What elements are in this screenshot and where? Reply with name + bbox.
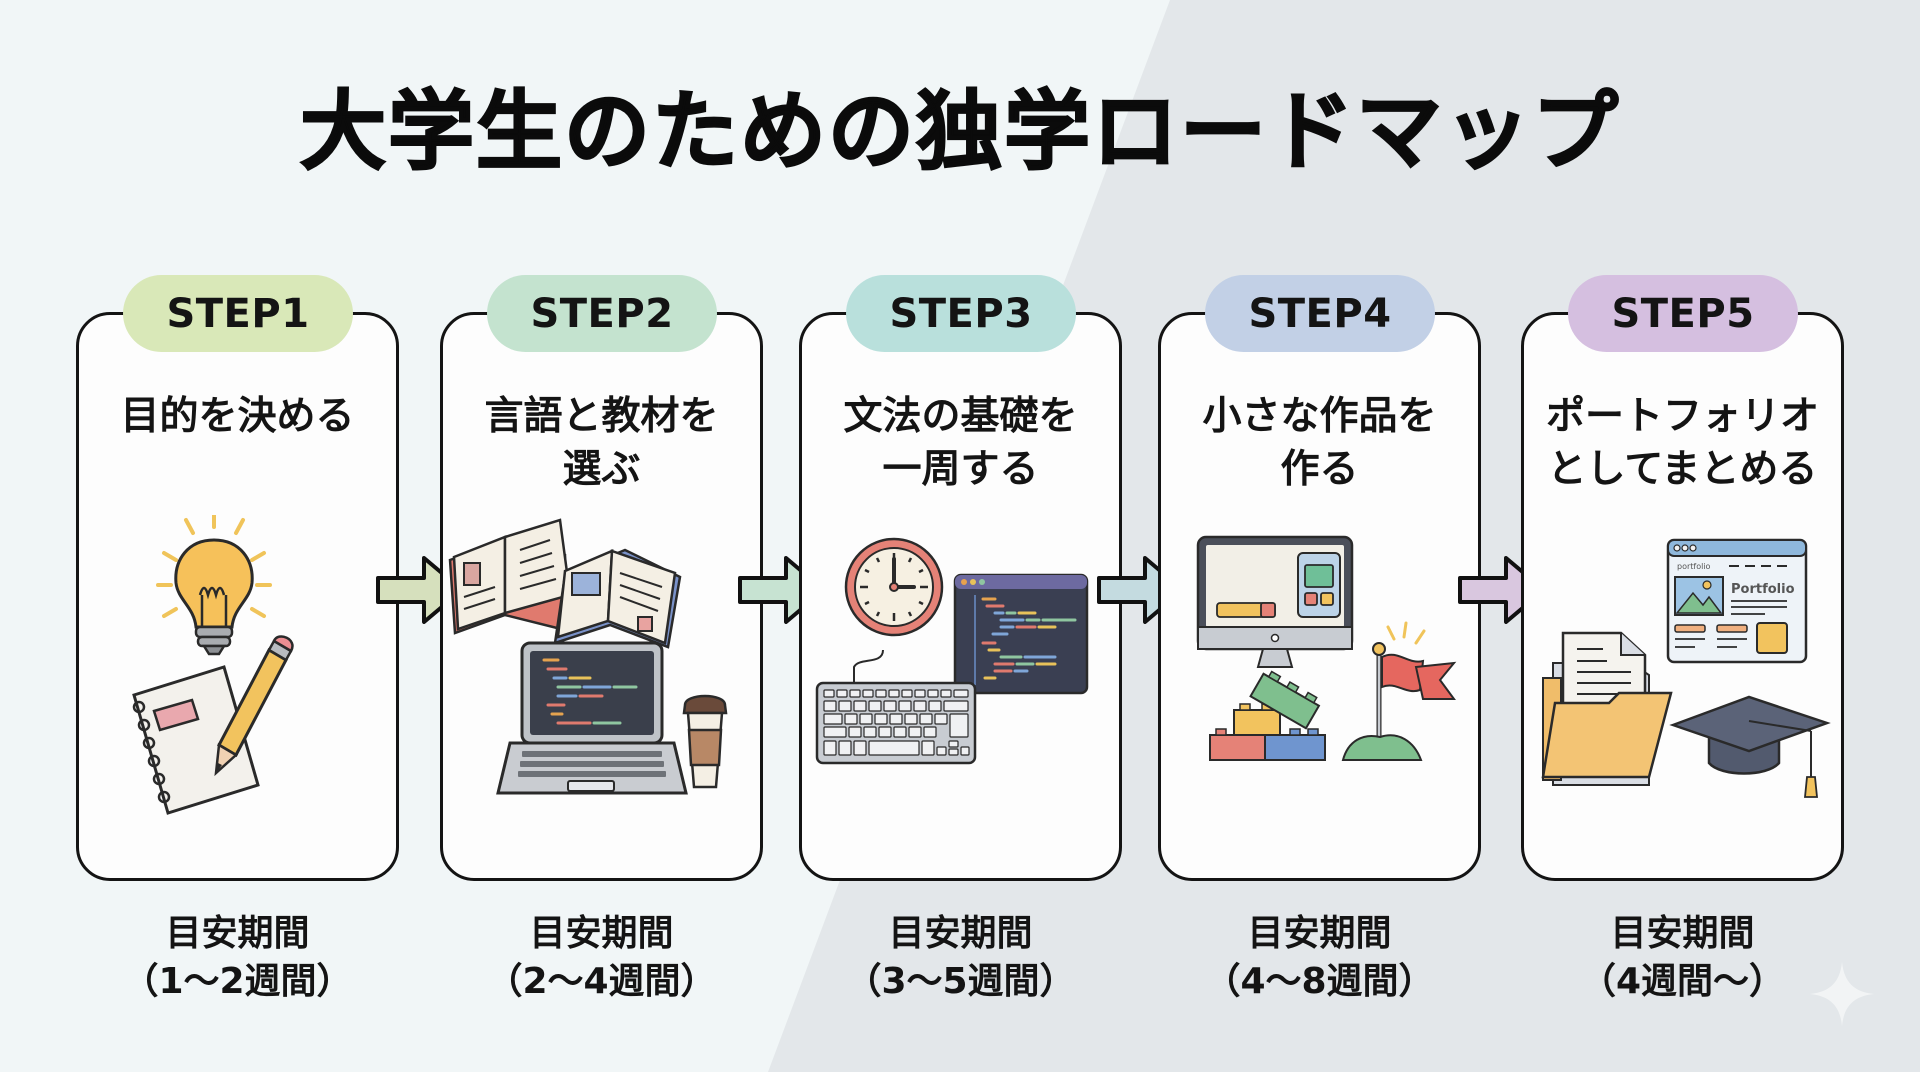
step-heading-3: 文法の基礎を 一周する xyxy=(843,394,1078,492)
period-value: （4週間〜） xyxy=(1579,961,1786,1002)
step-period-3: 目安期間 （3〜5週間） xyxy=(799,910,1122,1006)
period-label: 目安期間 xyxy=(888,913,1033,954)
laptop-code-icon xyxy=(496,641,688,795)
step-heading-1: 目的を決める xyxy=(120,394,355,439)
pencil-icon xyxy=(214,635,294,777)
flag-icon xyxy=(1341,621,1457,761)
code-editor-icon xyxy=(953,573,1089,695)
notebook-icon xyxy=(132,665,260,815)
monitor-app-icon xyxy=(1196,535,1354,668)
period-label: 目安期間 xyxy=(1247,913,1392,954)
folder-document-icon xyxy=(1541,631,1673,786)
step-period-5: 目安期間 （4週間〜） xyxy=(1521,910,1844,1006)
open-book-icon xyxy=(448,518,572,635)
step-heading-2: 言語と教材を 選ぶ xyxy=(484,394,719,492)
step-badge-1: STEP1 xyxy=(123,275,353,352)
step-badge-2: STEP2 xyxy=(487,275,717,352)
period-value: （4〜8週間） xyxy=(1204,961,1435,1002)
period-label: 目安期間 xyxy=(529,913,674,954)
lightbulb-icon xyxy=(156,513,272,656)
page-title: 大学生のための独学ロードマップ xyxy=(299,81,1620,183)
graduation-cap-icon xyxy=(1669,695,1831,798)
step-period-4: 目安期間 （4〜8週間） xyxy=(1158,910,1481,1006)
step-period-1: 目安期間 （1〜2週間） xyxy=(76,910,399,1006)
period-label: 目安期間 xyxy=(1610,913,1755,954)
step-heading-4: 小さな作品を 作る xyxy=(1202,394,1437,492)
step-period-2: 目安期間 （2〜4週間） xyxy=(440,910,763,1006)
step-illustration-3 xyxy=(799,515,1122,815)
step-illustration-5: portfolio Portfolio xyxy=(1521,515,1844,815)
portfolio-website-icon: portfolio Portfolio xyxy=(1666,538,1808,664)
step-badge-3: STEP3 xyxy=(846,275,1076,352)
step-illustration-2 xyxy=(440,515,763,815)
step-illustration-1 xyxy=(76,513,399,815)
period-value: （2〜4週間） xyxy=(486,961,717,1002)
period-value: （3〜5週間） xyxy=(845,961,1076,1002)
step-badge-5: STEP5 xyxy=(1568,275,1798,352)
coffee-cup-icon xyxy=(682,694,728,789)
building-blocks-icon xyxy=(1209,670,1326,761)
step-heading-5: ポートフォリオ としてまとめる xyxy=(1545,394,1819,492)
period-label: 目安期間 xyxy=(165,913,310,954)
portfolio-heading-text: Portfolio xyxy=(1731,582,1795,597)
keyboard-icon xyxy=(815,649,977,765)
step-illustration-4 xyxy=(1158,515,1481,815)
clock-icon xyxy=(844,537,944,637)
period-value: （1〜2週間） xyxy=(122,961,353,1002)
step-badge-4: STEP4 xyxy=(1205,275,1435,352)
portfolio-url-text: portfolio xyxy=(1677,562,1711,571)
sparkle-icon xyxy=(1810,962,1874,1026)
open-book-icon-2 xyxy=(553,548,682,649)
